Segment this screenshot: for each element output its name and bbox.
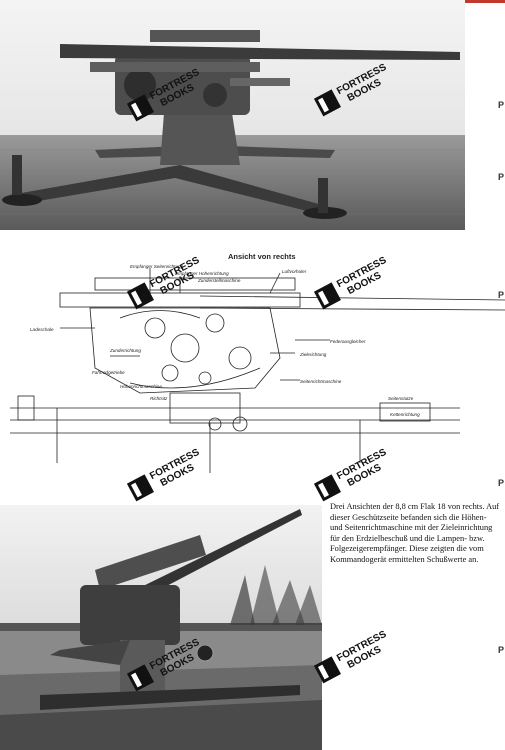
label-ladeschale: Ladeschale — [30, 327, 54, 332]
watermark-logo-icon: FORTRESS BOOKS — [313, 62, 389, 117]
label-empf-hoehe: Empfanger Hohenrichtung — [175, 271, 229, 276]
drawing-diagram: Ansicht von rechts Empfanger Seitenricht… — [10, 252, 505, 473]
label-richtsitz: Richtsitz — [150, 396, 168, 401]
watermark-logo-icon: FORTRESS BOOKS — [126, 67, 202, 122]
watermark-logo-icon: FORTRESS BOOKS — [126, 255, 202, 310]
edge-mark: P — [497, 290, 504, 300]
label-seitenrichtm: Seitenrichtmaschine — [300, 379, 342, 384]
edge-mark: P — [497, 100, 504, 110]
label-zielerichtung: Zielerichtung — [299, 352, 327, 357]
label-seitenstuetze: Seitenstutze — [388, 396, 414, 401]
photo-flak-gun-elevated-image — [0, 505, 322, 750]
label-hoehenrichtm: Hohenrichtmaschine — [120, 384, 162, 389]
figure-caption: Drei Ansichten der 8,8 cm Flak 18 von re… — [330, 502, 500, 564]
watermark-fortress-books: FORTRESS BOOKS — [313, 255, 393, 310]
watermark-logo-icon: FORTRESS BOOKS — [313, 255, 389, 310]
watermark-fortress-books: FORTRESS BOOKS — [126, 67, 206, 122]
label-luftvorholer: Luftvorholer — [282, 269, 307, 274]
watermark-fortress-books: FORTRESS BOOKS — [313, 62, 393, 117]
edge-mark: P — [497, 172, 504, 182]
label-kettenrichtung: Kettenrichtung — [390, 412, 420, 417]
label-federausgleicher: Federausgleicher — [330, 339, 366, 344]
watermark-logo-icon: FORTRESS BOOKS — [126, 637, 202, 692]
watermark-logo-icon: FORTRESS BOOKS — [313, 629, 389, 684]
watermark-fortress-books: FORTRESS BOOKS — [313, 447, 393, 502]
watermark-fortress-books: FORTRESS BOOKS — [126, 255, 206, 310]
drawing-title: Ansicht von rechts — [228, 252, 296, 261]
watermark-logo-icon: FORTRESS BOOKS — [313, 447, 389, 502]
label-empf-seite: Empfanger Seitenrichtung — [130, 264, 184, 269]
watermark-logo-icon: FORTRESS BOOKS — [126, 447, 202, 502]
edge-mark: P — [497, 645, 504, 655]
technical-drawing-right-view: Ansicht von rechts Empfanger Seitenricht… — [0, 248, 505, 480]
edge-mark: P — [497, 478, 504, 488]
label-zuender-stellm: Zunderstellmaschine — [197, 278, 241, 283]
watermark-fortress-books: FORTRESS BOOKS — [126, 637, 206, 692]
label-fahrradgetriebe: Fahrradgetriebe — [92, 370, 125, 375]
label-zuenderrichtung: Zunderrichtung — [109, 348, 141, 353]
photo-flak-gun-elevated — [0, 505, 322, 750]
watermark-fortress-books: FORTRESS BOOKS — [126, 447, 206, 502]
watermark-fortress-books: FORTRESS BOOKS — [313, 629, 393, 684]
photo-flak-gun-field-image — [0, 0, 465, 230]
photo-flak-gun-field — [0, 0, 465, 230]
